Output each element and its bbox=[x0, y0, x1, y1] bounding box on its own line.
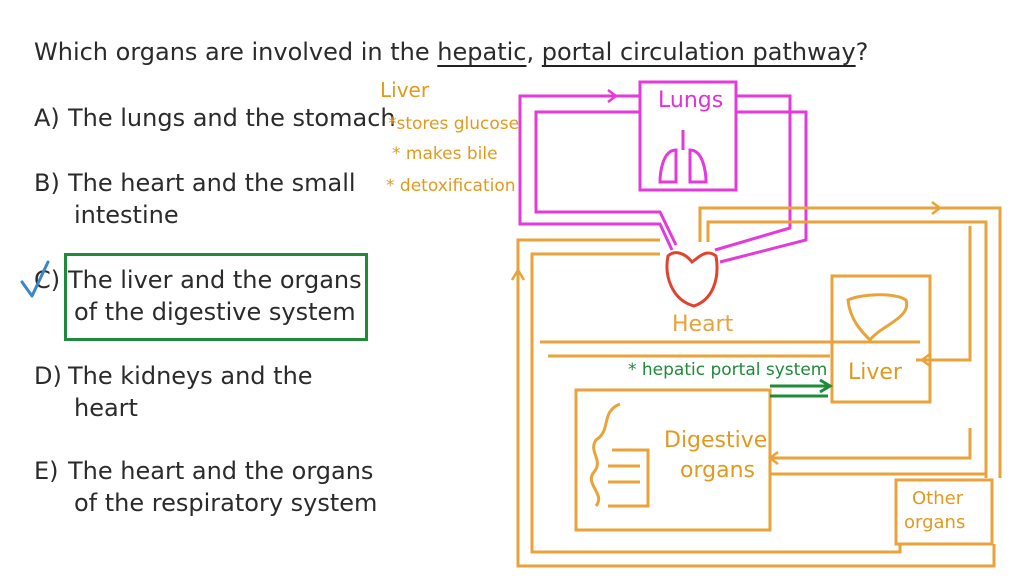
option-d-line1: The kidneys and the bbox=[68, 362, 313, 390]
lungs-label: Lungs bbox=[658, 88, 724, 113]
liver-box bbox=[830, 274, 932, 404]
question-suffix: ? bbox=[855, 38, 869, 66]
option-b-line2: intestine bbox=[74, 201, 179, 229]
question-text: Which organs are involved in the hepatic… bbox=[34, 38, 868, 66]
direction-arrows bbox=[510, 89, 943, 465]
other-organs-label-2: organs bbox=[904, 512, 966, 533]
pulmonary-path-inner-left bbox=[534, 110, 640, 194]
pulmonary-circulation bbox=[518, 80, 808, 264]
option-b-letter: B) bbox=[34, 169, 60, 197]
notes-item-2: * makes bile bbox=[392, 144, 498, 164]
heart-icon bbox=[665, 251, 719, 308]
option-e-letter: E) bbox=[34, 457, 59, 485]
question-mid: , bbox=[526, 38, 542, 66]
option-c[interactable]: C)The liver and the organs of the digest… bbox=[34, 264, 362, 328]
arrow-top-right bbox=[931, 201, 943, 215]
notes-item-1: *stores glucose bbox=[388, 114, 520, 134]
systemic-outer-loop bbox=[698, 206, 1002, 478]
systemic-left-outer bbox=[516, 238, 996, 568]
lungs-box bbox=[638, 80, 738, 192]
heart-label: Heart bbox=[672, 312, 734, 337]
other-organs-box bbox=[894, 478, 994, 546]
systemic-left-inner bbox=[530, 252, 902, 554]
option-c-line1: The liver and the organs bbox=[68, 266, 362, 294]
digestive-label-1: Digestive bbox=[664, 428, 768, 453]
option-c-line2: of the digestive system bbox=[74, 298, 356, 326]
systemic-circulation bbox=[516, 206, 1002, 568]
option-a-line1: The lungs and the stomach bbox=[68, 104, 396, 132]
option-d-line2: heart bbox=[74, 394, 138, 422]
portal-arrowhead bbox=[819, 378, 833, 394]
systemic-outer-loop-inner bbox=[706, 220, 988, 478]
hepatic-portal-label: * hepatic portal system bbox=[628, 360, 828, 380]
pulmonary-path-left-down bbox=[518, 194, 674, 251]
systemic-to-digestive bbox=[770, 428, 972, 460]
notes-item-3: * detoxification bbox=[386, 176, 516, 196]
pulmonary-path-outer-left bbox=[518, 94, 640, 194]
option-e-line2: of the respiratory system bbox=[74, 489, 378, 517]
option-d-letter: D) bbox=[34, 362, 62, 390]
digestive-label-2: organs bbox=[680, 458, 755, 483]
systemic-to-digestive-2 bbox=[770, 440, 988, 476]
intestine-icon bbox=[590, 402, 650, 508]
option-e[interactable]: E) The heart and the organs of the respir… bbox=[34, 455, 377, 519]
correct-answer-box bbox=[64, 253, 368, 341]
pulmonary-path-outer-right bbox=[714, 94, 792, 252]
liver-icon bbox=[846, 293, 909, 343]
systemic-liver-return bbox=[916, 226, 972, 362]
arrow-left-down bbox=[510, 267, 526, 281]
arrow-liver-return bbox=[919, 353, 931, 367]
pulmonary-path-inner-right bbox=[719, 110, 808, 264]
other-organs-label-1: Other bbox=[912, 488, 964, 509]
option-e-line1: The heart and the organs bbox=[68, 457, 374, 485]
question-underline-hepatic: hepatic bbox=[437, 38, 527, 66]
checkmark-icon bbox=[20, 260, 50, 298]
question-underline-portal: portal circulation pathway bbox=[541, 38, 856, 66]
digestive-box bbox=[574, 388, 772, 532]
option-a[interactable]: A) The lungs and the stomach bbox=[34, 102, 396, 134]
hepatic-portal-arrows bbox=[770, 378, 833, 398]
question-prefix: Which organs are involved in the bbox=[34, 38, 438, 66]
option-b[interactable]: B) The heart and the small intestine bbox=[34, 167, 356, 231]
lungs-icon bbox=[658, 130, 708, 184]
notes-title: Liver bbox=[380, 78, 430, 102]
arrow-lungs-right bbox=[607, 89, 619, 103]
arrow-digestive bbox=[767, 451, 779, 465]
option-d[interactable]: D)The kidneys and the heart bbox=[34, 360, 313, 424]
liver-label: Liver bbox=[848, 360, 902, 385]
pulmonary-path-left-down2 bbox=[534, 194, 678, 246]
option-a-letter: A) bbox=[34, 104, 60, 132]
option-b-line1: The heart and the small bbox=[68, 169, 356, 197]
